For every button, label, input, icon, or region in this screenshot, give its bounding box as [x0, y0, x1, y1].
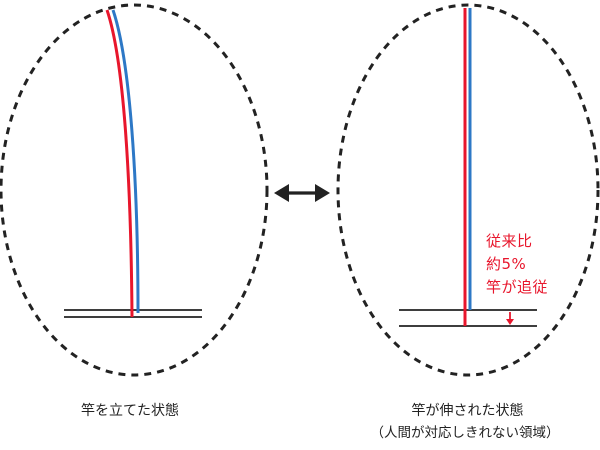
left-caption: 竿を立てた状態 [81, 403, 179, 419]
right-subcaption: （人間が対応しきれない領域） [370, 425, 560, 441]
annotation-line-2: 約5% [486, 255, 527, 273]
double-arrow-icon [274, 184, 330, 202]
left-dashed-ellipse [0, 3, 269, 377]
annotation-line-1: 従来比 [486, 232, 533, 250]
left-rod-red [105, 9, 134, 318]
right-dashed-ellipse [336, 3, 600, 377]
left-rod-blue [111, 9, 140, 314]
right-caption: 竿が伸された状態 [411, 403, 524, 419]
displacement-arrow-icon [506, 312, 514, 325]
annotation-line-3: 竿が追従 [486, 278, 549, 296]
